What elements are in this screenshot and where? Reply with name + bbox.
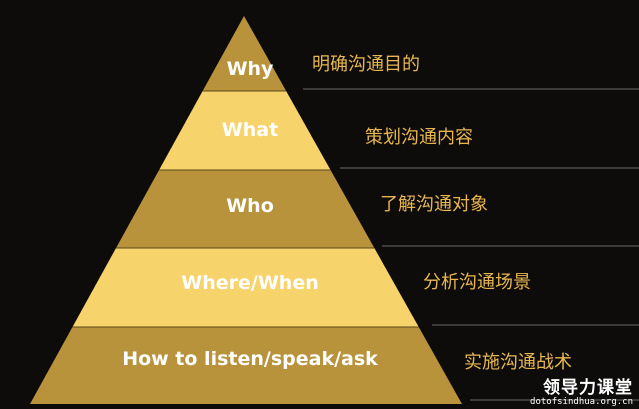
layer-label-how: How to listen/speak/ask	[122, 348, 378, 370]
watermark: 领导力课堂 dotofsindhua.org.cn	[530, 380, 633, 407]
pyramid-band-how	[30, 327, 462, 404]
watermark-url: dotofsindhua.org.cn	[530, 397, 633, 407]
layer-label-where-when: Where/When	[181, 272, 319, 294]
pyramid-band-where-when	[72, 248, 419, 327]
pyramid-band-why	[202, 16, 287, 91]
caption-why: 明确沟通目的	[312, 54, 420, 75]
caption-how: 实施沟通战术	[464, 352, 572, 373]
pyramid-band-who	[116, 170, 375, 248]
layer-label-why: Why	[226, 58, 274, 80]
pyramid-band-what	[159, 91, 331, 170]
layer-label-what: What	[221, 119, 279, 141]
layer-label-who: Who	[226, 195, 274, 217]
watermark-title: 领导力课堂	[543, 378, 633, 398]
caption-where-when: 分析沟通场景	[423, 272, 531, 293]
caption-what: 策划沟通内容	[365, 127, 473, 148]
caption-who: 了解沟通对象	[380, 194, 488, 215]
